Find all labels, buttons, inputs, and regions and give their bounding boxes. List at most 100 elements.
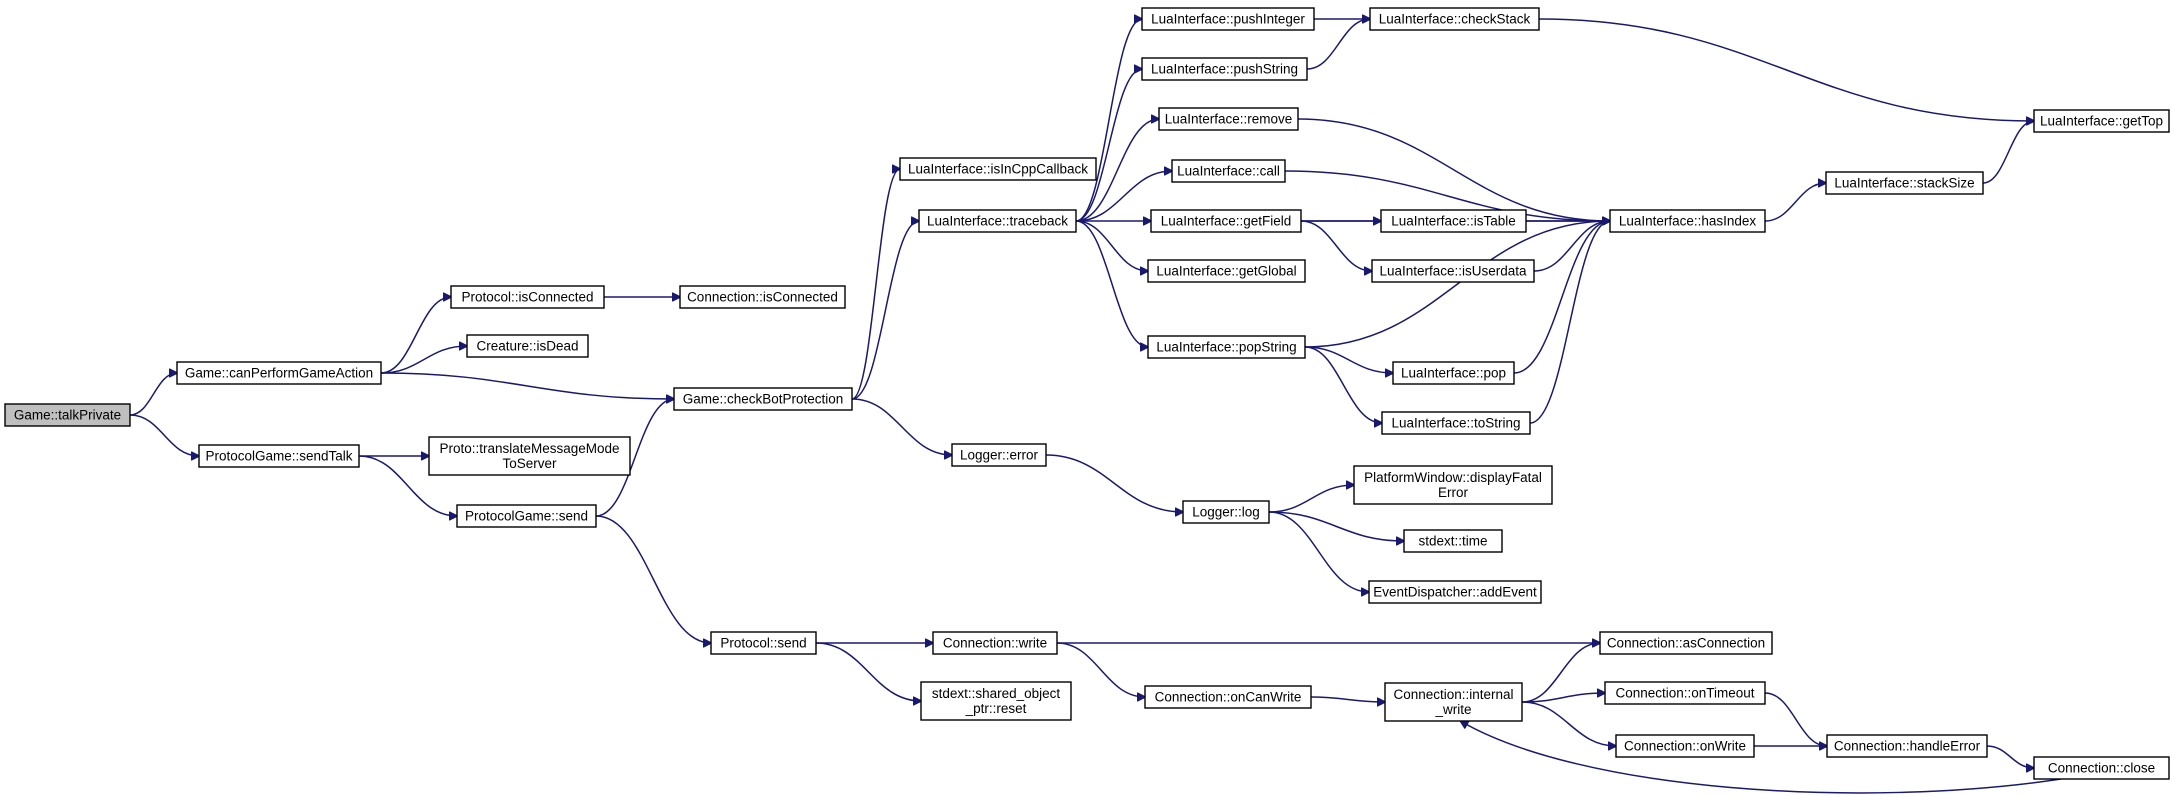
node-box — [4, 403, 131, 427]
node-box — [1392, 361, 1515, 385]
node-is-in-cpp[interactable]: LuaInterface::isInCppCallback — [899, 157, 1097, 181]
edge-arrow — [1056, 642, 1145, 697]
node-pop-string[interactable]: LuaInterface::popString — [1147, 335, 1306, 359]
node-add-event[interactable]: EventDispatcher::addEvent — [1368, 580, 1542, 604]
node-get-top[interactable]: LuaInterface::getTop — [2033, 109, 2170, 133]
node-creature-is-dead[interactable]: Creature::isDead — [466, 334, 589, 358]
node-traceback[interactable]: LuaInterface::traceback — [918, 209, 1077, 233]
node-has-index[interactable]: LuaInterface::hasIndex — [1609, 209, 1766, 233]
node-box — [428, 436, 631, 476]
node-box — [1599, 631, 1773, 655]
edge-arrow — [1529, 221, 1610, 424]
edge-arrow — [1521, 693, 1605, 703]
node-stdext-time[interactable]: stdext::time — [1403, 529, 1503, 553]
node-box — [450, 285, 605, 309]
edge-arrow — [1075, 220, 1148, 347]
edge-arrow — [1075, 69, 1142, 222]
node-label: Connection::handleError — [1834, 739, 1981, 754]
node-box — [1353, 465, 1553, 505]
node-call[interactable]: LuaInterface::call — [1171, 159, 1286, 183]
node-is-userdata[interactable]: LuaInterface::isUserdata — [1371, 259, 1535, 283]
edge-arrow — [1310, 696, 1385, 702]
node-as-connection[interactable]: Connection::asConnection — [1599, 631, 1773, 655]
node-box — [679, 285, 846, 309]
node-internal-write[interactable]: Connection::internal_write — [1384, 682, 1523, 722]
node-talk-private[interactable]: Game::talkPrivate — [4, 403, 131, 427]
node-label: Connection::isConnected — [687, 290, 838, 305]
node-label: Connection::onWrite — [1624, 739, 1746, 754]
node-is-table[interactable]: LuaInterface::isTable — [1380, 209, 1527, 233]
edge-pg-send-to-proto-send — [595, 515, 711, 643]
node-box — [951, 443, 1047, 467]
node-handle-error[interactable]: Connection::handleError — [1826, 734, 1988, 758]
node-pop[interactable]: LuaInterface::pop — [1392, 361, 1515, 385]
node-logger-log[interactable]: Logger::log — [1182, 500, 1270, 524]
node-box — [932, 631, 1058, 655]
node-label: LuaInterface::checkStack — [1379, 12, 1531, 27]
node-check-bot[interactable]: Game::checkBotProtection — [673, 387, 853, 411]
edge-arrow — [1297, 118, 1610, 221]
node-stack-size[interactable]: LuaInterface::stackSize — [1825, 171, 1984, 195]
node-label: LuaInterface::pop — [1401, 366, 1506, 381]
node-conn-close[interactable]: Connection::close — [2033, 756, 2170, 780]
node-send-talk[interactable]: ProtocolGame::sendTalk — [198, 444, 360, 468]
node-conn-is-connected[interactable]: Connection::isConnected — [679, 285, 846, 309]
edge-arrow — [1304, 221, 1610, 348]
node-label: ProtocolGame::send — [465, 509, 588, 524]
node-on-write[interactable]: Connection::onWrite — [1615, 734, 1755, 758]
node-push-string[interactable]: LuaInterface::pushString — [1141, 57, 1308, 81]
node-box — [2033, 109, 2170, 133]
node-can-perform[interactable]: Game::canPerformGameAction — [176, 361, 382, 385]
node-push-integer[interactable]: LuaInterface::pushInteger — [1141, 7, 1315, 31]
edge-logger-log-to-display-fatal — [1268, 485, 1354, 513]
node-box — [673, 387, 853, 411]
node-box — [710, 631, 817, 655]
node-box — [1381, 411, 1531, 435]
edge-arrow — [129, 373, 177, 416]
node-logger-error[interactable]: Logger::error — [951, 443, 1047, 467]
node-box — [1826, 734, 1988, 758]
node-label: LuaInterface::isUserdata — [1379, 264, 1527, 279]
node-proto-send[interactable]: Protocol::send — [710, 631, 817, 655]
edge-pop-string-to-to-string — [1304, 346, 1382, 423]
node-label: LuaInterface::getTop — [2040, 114, 2163, 129]
node-label: LuaInterface::remove — [1165, 112, 1293, 127]
node-box — [1182, 500, 1270, 524]
node-get-global[interactable]: LuaInterface::getGlobal — [1147, 259, 1306, 283]
node-box — [1369, 7, 1540, 31]
node-to-string[interactable]: LuaInterface::toString — [1381, 411, 1531, 435]
node-proto-is-connected[interactable]: Protocol::isConnected — [450, 285, 605, 309]
edge-traceback-to-remove — [1075, 119, 1159, 222]
node-label: LuaInterface::pushString — [1151, 62, 1298, 77]
edge-get-field-to-is-userdata — [1300, 220, 1372, 271]
node-box — [899, 157, 1097, 181]
node-get-field[interactable]: LuaInterface::getField — [1150, 209, 1302, 233]
edge-internal-write-to-on-write — [1521, 701, 1616, 746]
edge-logger-error-to-logger-log — [1045, 454, 1183, 512]
node-check-stack[interactable]: LuaInterface::checkStack — [1369, 7, 1540, 31]
node-conn-write[interactable]: Connection::write — [932, 631, 1058, 655]
edge-arrow — [129, 414, 199, 456]
edge-arrow — [1764, 183, 1826, 222]
node-on-timeout[interactable]: Connection::onTimeout — [1604, 681, 1766, 705]
edge-arrow — [595, 515, 711, 643]
node-box — [1368, 580, 1542, 604]
edge-check-bot-to-is-in-cpp — [851, 169, 900, 400]
node-label: Game::talkPrivate — [14, 408, 121, 423]
edge-traceback-to-pop-string — [1075, 220, 1148, 347]
edge-arrow — [358, 455, 457, 516]
node-on-can-write[interactable]: Connection::onCanWrite — [1144, 685, 1312, 709]
node-box — [176, 361, 382, 385]
node-box — [1141, 7, 1315, 31]
edge-traceback-to-push-integer — [1075, 19, 1142, 222]
edge-arrow — [1284, 170, 1610, 221]
edge-remove-to-has-index — [1297, 118, 1610, 221]
edge-arrow — [380, 297, 451, 374]
edge-logger-log-to-stdext-time — [1268, 511, 1404, 541]
node-pg-send[interactable]: ProtocolGame::send — [456, 504, 597, 528]
node-remove[interactable]: LuaInterface::remove — [1158, 107, 1299, 131]
node-shared-reset[interactable]: stdext::shared_object_ptr::reset — [920, 681, 1072, 721]
